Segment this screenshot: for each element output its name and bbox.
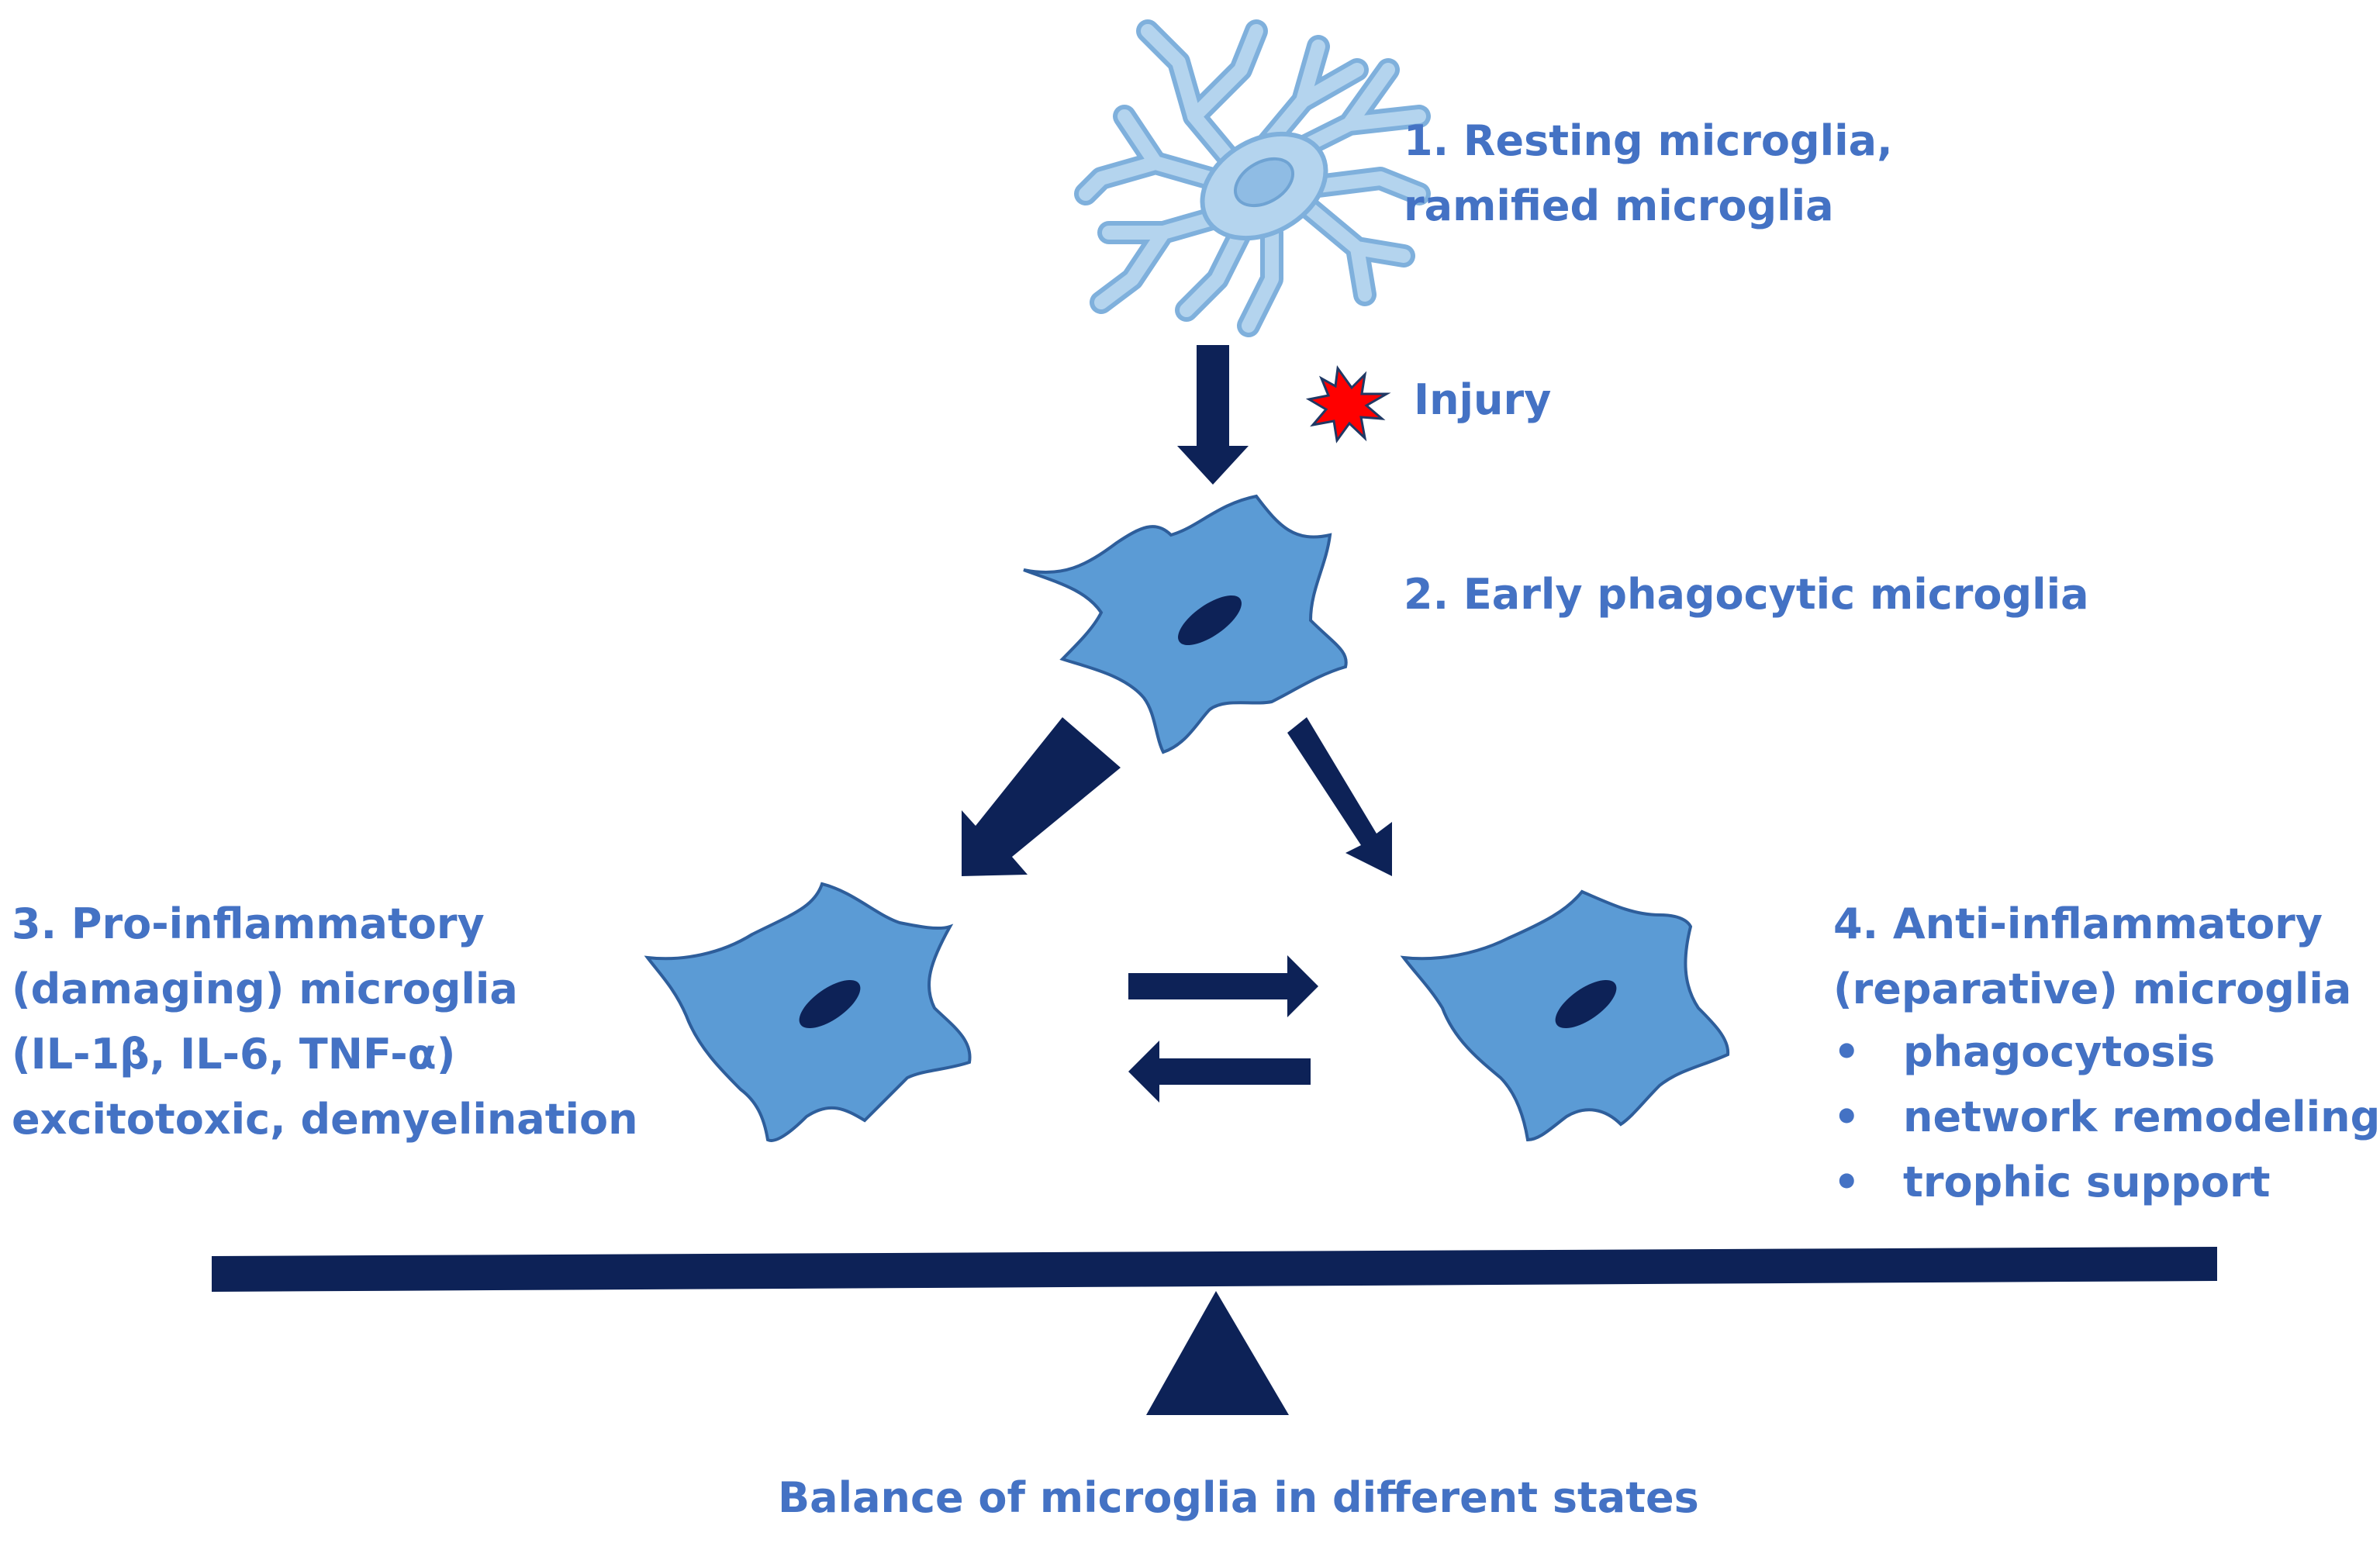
- bullet-dot: •: [1833, 1027, 1860, 1076]
- injury-starburst-icon: [1305, 365, 1391, 444]
- bullet-dot: •: [1833, 1093, 1860, 1141]
- anti-bullet-list: • phagocytosis • network remodeling • tr…: [1833, 1020, 2380, 1215]
- early-microglia-icon: [1023, 494, 1348, 754]
- anti-label-line-2: (reparative) microglia: [1833, 965, 2352, 1013]
- list-item: • trophic support: [1833, 1150, 2380, 1215]
- resting-label-line-1: 1. Resting microglia,: [1404, 116, 1893, 165]
- resting-label-line-2: ramified microglia: [1404, 181, 1834, 230]
- caption: Balance of microglia in different states: [778, 1465, 1699, 1531]
- pro-label-line-1: 3. Pro-inflammatory: [12, 899, 485, 948]
- resting-label: 1. Resting microglia, ramified microglia: [1404, 109, 1893, 239]
- anti-label-line-1: 4. Anti-inflammatory: [1833, 899, 2323, 948]
- bullet-text-network-remodeling: network remodeling: [1903, 1093, 2380, 1141]
- pro-label-line-3: (IL-1β, IL-6, TNF-α): [12, 1030, 456, 1079]
- early-label: 2. Early phagocytic microglia: [1404, 562, 2089, 627]
- arrow-down-icon: [1177, 345, 1249, 485]
- bullet-text-phagocytosis: phagocytosis: [1903, 1027, 2216, 1076]
- arrow-right-icon: [1128, 955, 1318, 1017]
- arrow-to-pro-icon: [962, 717, 1121, 876]
- balance-seesaw-icon: [212, 1247, 2217, 1415]
- pro-label-line-4: excitotoxic, demyelination: [12, 1095, 638, 1144]
- pro-microglia-icon: [644, 882, 972, 1142]
- arrow-to-anti-icon: [1287, 717, 1392, 876]
- early-label-text: 2. Early phagocytic microglia: [1404, 570, 2089, 619]
- resting-microglia-icon: [1074, 19, 1431, 337]
- pro-label: 3. Pro-inflammatory (damaging) microglia…: [12, 892, 638, 1152]
- anti-microglia-icon: [1400, 889, 1730, 1142]
- bullet-text-trophic-support: trophic support: [1903, 1158, 2271, 1206]
- bullet-dot: •: [1833, 1158, 1860, 1206]
- caption-text: Balance of microglia in different states: [778, 1473, 1699, 1522]
- pro-label-line-2: (damaging) microglia: [12, 965, 518, 1013]
- anti-label: 4. Anti-inflammatory (reparative) microg…: [1833, 892, 2351, 1022]
- list-item: • phagocytosis: [1833, 1020, 2380, 1085]
- list-item: • network remodeling: [1833, 1085, 2380, 1150]
- arrow-left-icon: [1128, 1041, 1311, 1103]
- injury-label: Injury: [1414, 368, 1551, 433]
- injury-label-text: Injury: [1414, 375, 1552, 424]
